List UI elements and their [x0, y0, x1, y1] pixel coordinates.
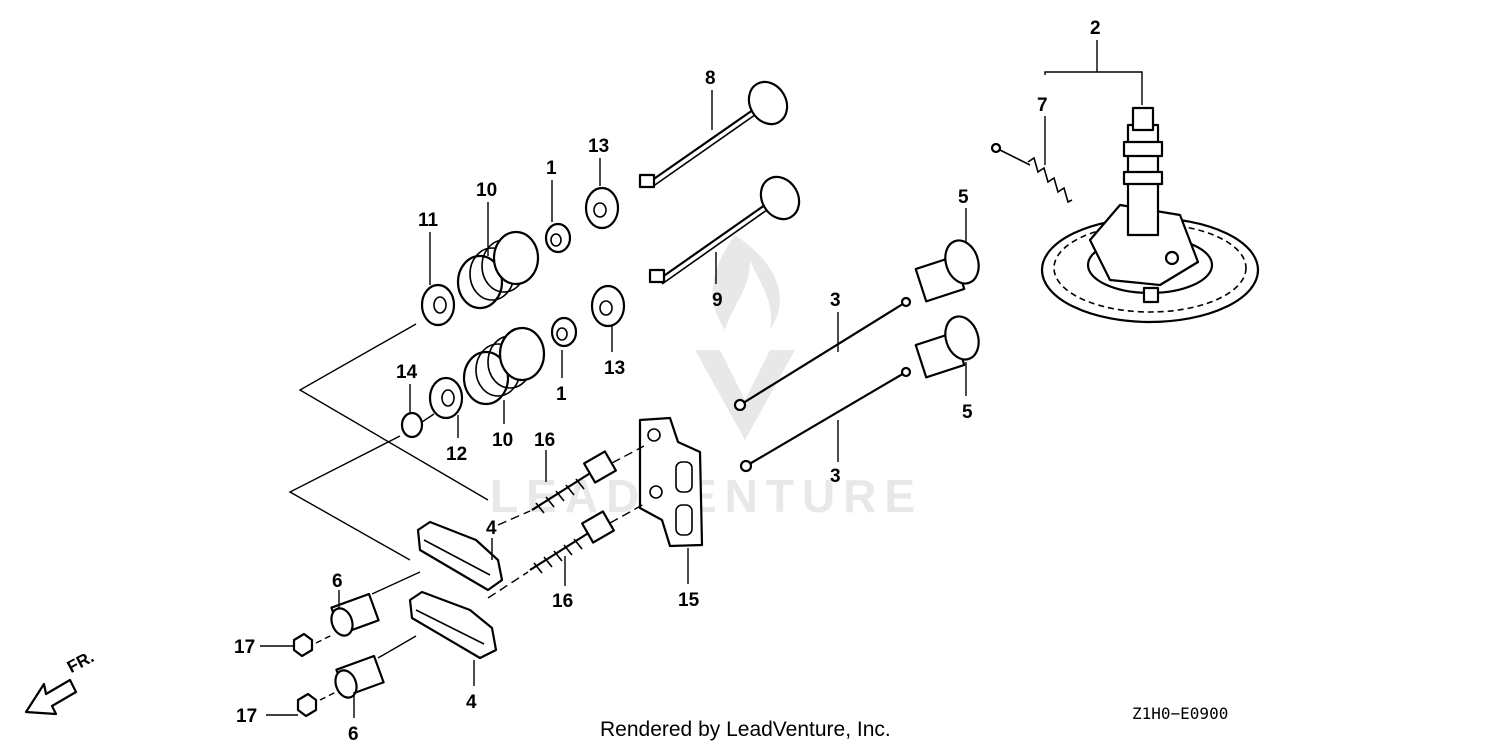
rocker-pivot-6-lower: [334, 654, 385, 699]
valve-8: [638, 80, 789, 189]
valve-spring-10-lower: [462, 326, 546, 406]
part-label: 12: [446, 444, 467, 465]
valve-9: [648, 175, 801, 285]
part-label: 13: [604, 358, 625, 379]
lock-nut-17-lower: [296, 692, 318, 718]
part-label: 8: [705, 68, 716, 89]
camshaft-gear: [1040, 106, 1260, 324]
spring-retainer-12: [428, 376, 464, 420]
part-label: 11: [418, 210, 439, 231]
part-label: 4: [486, 518, 497, 539]
tappet-5-lower: [914, 315, 980, 379]
part-label: 6: [348, 724, 359, 745]
part-label: 1: [546, 158, 557, 179]
part-label: 15: [678, 590, 700, 611]
part-label: 3: [830, 466, 841, 487]
valve-seal-13-upper: [584, 186, 620, 230]
part-label: 10: [476, 180, 497, 201]
part-label: 2: [1090, 18, 1101, 39]
leader-lines: [260, 90, 1046, 718]
part-labels: 8 13 1 10 11 9 3 3 5 5 2 7 13 1 10 12 14…: [234, 18, 1101, 745]
part-label: 13: [588, 136, 609, 157]
part-label: 16: [552, 591, 573, 612]
rocker-arm-4-upper: [416, 520, 504, 592]
part-label: 6: [332, 571, 343, 592]
spring-7: [990, 142, 1073, 204]
credit-text: Rendered by LeadVenture, Inc.: [600, 718, 891, 741]
part-label: 1: [556, 384, 567, 405]
valve-keeper-1-lower: [550, 316, 578, 348]
part-label: 17: [236, 706, 257, 727]
valve-cap-14: [400, 411, 424, 439]
rocker-arm-4-lower: [408, 590, 498, 660]
tappet-5-upper: [914, 239, 980, 303]
push-rods-3: [733, 296, 912, 473]
lock-nut-17-upper: [292, 632, 314, 658]
part-label: 7: [1037, 95, 1048, 116]
part-label: 16: [534, 430, 555, 451]
part-label: 3: [830, 290, 841, 311]
part-label: 9: [712, 290, 723, 311]
valve-seal-13-lower: [590, 284, 626, 328]
spring-retainer-11: [420, 283, 456, 327]
part-label: 10: [492, 430, 513, 451]
part-label: 5: [958, 187, 969, 208]
valve-spring-10-upper: [456, 230, 540, 310]
diagram-code: Z1H0−E0900: [1132, 704, 1229, 723]
pivot-bolt-16-lower: [529, 510, 615, 574]
part-label: 4: [466, 692, 477, 713]
part-label: 14: [396, 362, 418, 383]
pivot-bolt-16-upper: [531, 450, 617, 514]
valve-keeper-1-upper: [544, 222, 572, 254]
assembly-lines: [288, 40, 1143, 701]
watermark-logo: LEADVENTURE: [490, 235, 915, 522]
push-rod-guide-plate-15: [638, 416, 704, 548]
rocker-pivot-6-upper: [330, 592, 380, 637]
part-label: 17: [234, 637, 255, 658]
part-label: 5: [962, 402, 973, 423]
front-arrow-icon: [24, 678, 78, 716]
